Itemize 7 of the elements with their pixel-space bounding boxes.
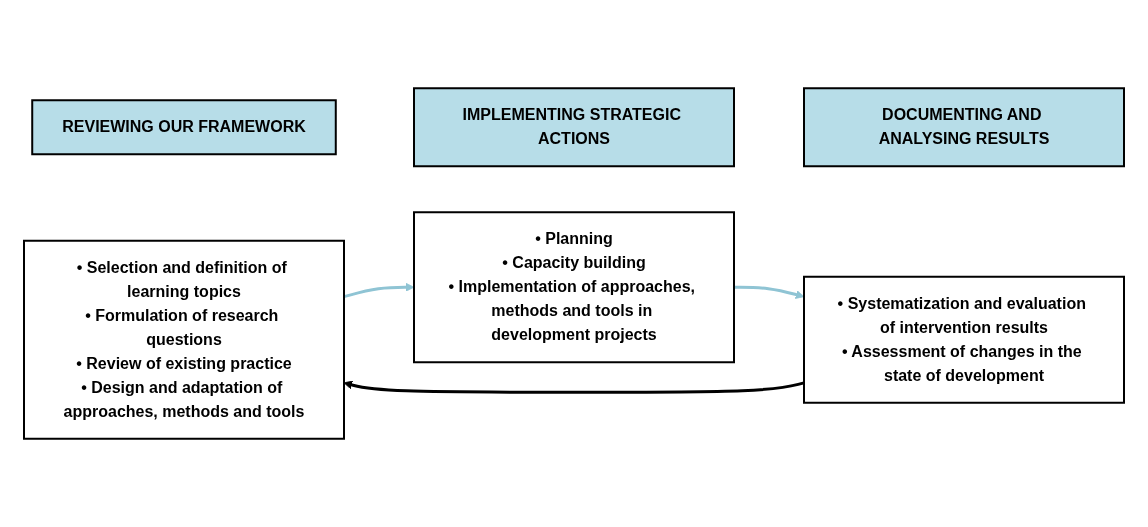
node-box: • Systematization and evaluation of intervention results • Assessment of changes in the state of development	[803, 275, 1125, 404]
arrow	[734, 285, 805, 299]
node-box: REVIEWING OUR FRAMEWORK	[31, 99, 337, 156]
node-box: DOCUMENTING AND ANALYSING RESULTS	[803, 87, 1125, 168]
node-box: • Planning • Capacity building • Implementation of approaches, methods and tools in development projects	[413, 211, 735, 364]
node-box: IMPLEMENTING STRATEGIC ACTIONS	[413, 87, 735, 168]
node-box: • Selection and definition of learning topics • Formulation of research questions • Review of existing practice • Design and adaptation of approaches, methods and tools	[23, 239, 345, 440]
